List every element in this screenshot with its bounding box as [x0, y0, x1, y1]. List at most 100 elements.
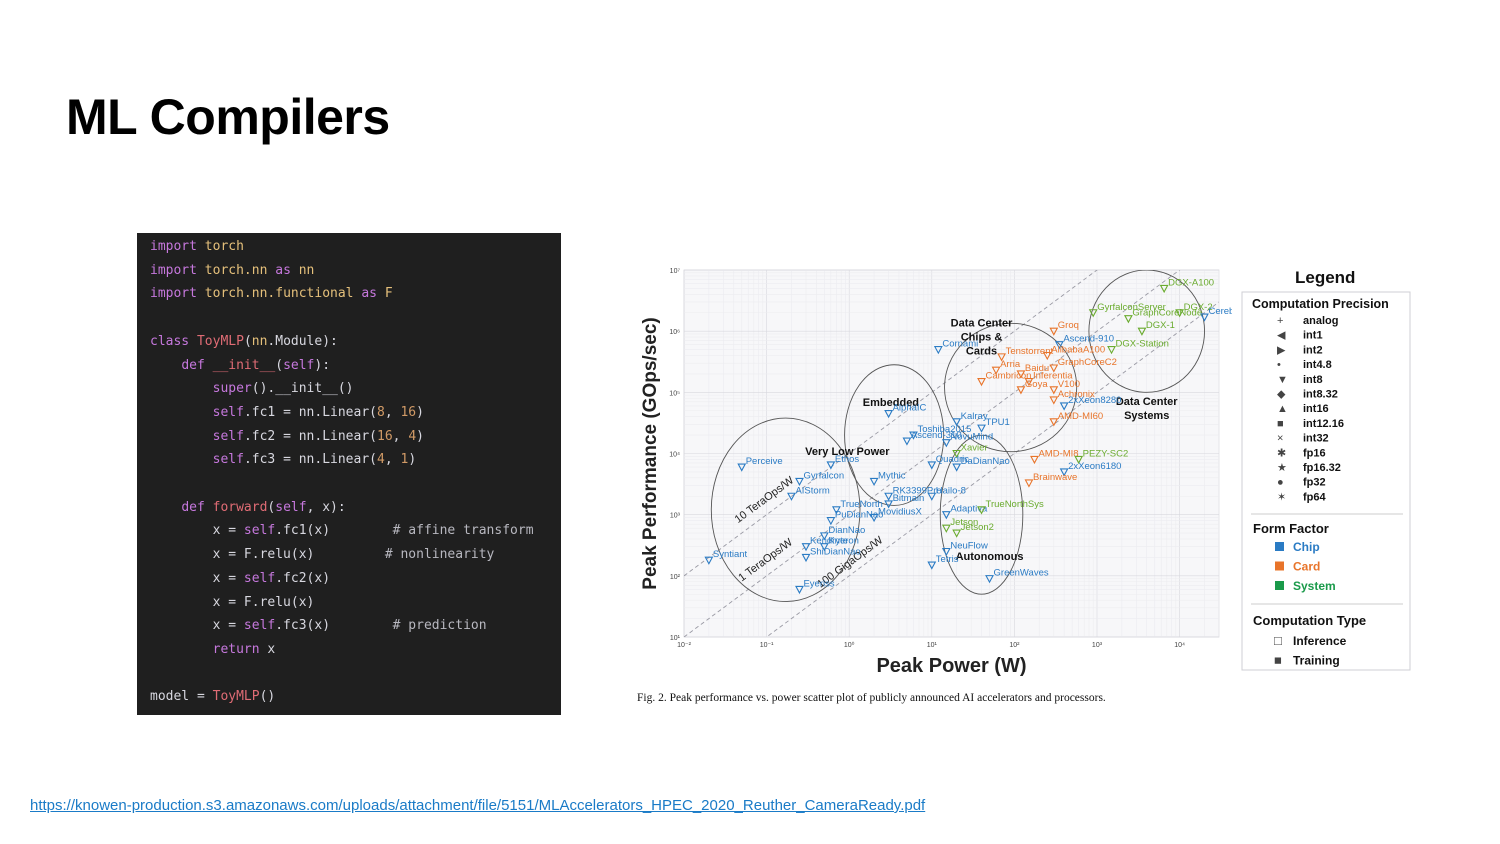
data-point: [941, 511, 951, 520]
x-tick-label: 10²: [1009, 642, 1020, 649]
code-line: return x: [150, 641, 276, 657]
code-token: [150, 642, 213, 657]
data-point-label: PEZY-SC2: [1083, 448, 1129, 459]
code-token: # affine transform: [392, 523, 534, 539]
code-line: x = self.fc3(x) # prediction: [150, 618, 487, 633]
data-point: [787, 492, 796, 501]
code-token: [189, 334, 197, 349]
data-point-label: Mythic: [878, 470, 906, 481]
legend-symbol: +: [1277, 315, 1283, 327]
code-token: , x):: [306, 499, 346, 515]
code-token: F: [384, 286, 393, 302]
code-token: ToyMLP: [196, 333, 244, 349]
legend-label: fp16.32: [1303, 462, 1341, 474]
data-point: [1024, 378, 1034, 387]
region-label: Embedded: [863, 397, 919, 409]
data-point-label: GreenWaves: [994, 568, 1049, 579]
legend-section-title: Computation Precision: [1252, 297, 1389, 311]
data-point-label: AMD-MI8: [1038, 448, 1078, 459]
data-point: [1159, 284, 1169, 294]
code-token: def: [181, 499, 205, 515]
data-point-label: AlphaIC: [893, 403, 927, 414]
code-token: super: [212, 381, 252, 397]
data-point: [1024, 479, 1034, 488]
data-point: [941, 547, 951, 557]
code-token: nn: [298, 262, 315, 278]
code-line: import torch.nn.functional as F: [150, 286, 393, 301]
data-point-label: TrueNorthSys: [986, 499, 1044, 510]
data-point: [884, 492, 894, 501]
x-tick-label: 10¹: [927, 642, 938, 649]
data-point: [933, 346, 943, 355]
data-point: [927, 461, 937, 470]
code-token: torch.nn.functional: [204, 286, 354, 302]
code-token: .fc3(x): [275, 618, 393, 634]
region-label: Cards: [966, 345, 997, 357]
data-point-label: Jetson2: [961, 522, 994, 533]
data-point-label: GyrfalconServer: [1097, 302, 1166, 313]
data-point-label: NeuFlow: [950, 540, 988, 551]
data-point: [819, 543, 829, 552]
trend-line: [684, 270, 1181, 637]
data-point: [737, 463, 747, 472]
data-point-label: Baidu: [1025, 363, 1049, 374]
legend-symbol: ◀: [1277, 330, 1286, 342]
legend-symbol: •: [1277, 359, 1281, 371]
code-line: model = ToyMLP(): [150, 689, 275, 704]
code-token: 8: [377, 404, 385, 420]
data-point-label: GraphCoreNode: [1132, 308, 1202, 319]
region-label: Chips &: [961, 331, 1003, 343]
legend-label: Training: [1293, 654, 1340, 668]
region-label: Very Low Power: [805, 446, 890, 458]
legend-label: int1: [1303, 330, 1323, 342]
code-token: torch: [204, 239, 244, 254]
x-tick-label: 10⁴: [1174, 642, 1185, 649]
code-token: x: [259, 641, 276, 657]
code-token: self: [212, 404, 244, 420]
code-line: self.fc2 = nn.Linear(16, 4): [150, 429, 424, 444]
code-token: 4: [408, 428, 417, 444]
code-token: [197, 239, 205, 254]
code-token: .Module):: [267, 333, 338, 349]
data-point: [952, 449, 962, 459]
data-point: [927, 492, 937, 501]
code-line: import torch.nn as nn: [150, 263, 314, 278]
data-point: [884, 500, 894, 509]
code-token: import: [150, 262, 197, 278]
data-point-label: Toshiba2015: [917, 424, 971, 435]
data-point-label: DGX-1: [1146, 320, 1175, 331]
source-link[interactable]: https://knowen-production.s3.amazonaws.c…: [30, 797, 926, 814]
code-token: # prediction: [392, 618, 487, 634]
code-token: self: [275, 499, 307, 515]
data-point: [869, 513, 879, 523]
code-token: ().__init__(): [251, 381, 354, 397]
code-token: self: [212, 452, 244, 468]
code-token: [377, 286, 385, 301]
data-point-label: Kneron: [828, 536, 859, 547]
data-point-label: V100: [1058, 379, 1080, 390]
legend-label: int8.32: [1303, 389, 1338, 401]
code-line: import torch: [150, 239, 244, 254]
data-point-label: 2xXeon6180: [1068, 461, 1121, 472]
data-point: [704, 556, 714, 565]
code-token: __init__: [212, 357, 276, 373]
legend-symbol: ★: [1277, 462, 1287, 474]
legend-symbol: ▼: [1277, 374, 1288, 386]
data-point: [831, 506, 841, 515]
data-point: [1049, 327, 1059, 336]
code-token: as: [275, 262, 291, 278]
legend-symbol: ◆: [1277, 389, 1286, 401]
code-token: def: [181, 357, 205, 373]
legend-symbol: ×: [1277, 433, 1283, 445]
data-point-label: Jetson: [950, 517, 978, 528]
data-point-label: DGX-Station: [1116, 339, 1169, 350]
code-token: x =: [150, 523, 244, 539]
data-point-label: Hailo-8: [936, 485, 966, 496]
data-point: [884, 409, 894, 419]
data-point: [1016, 370, 1026, 379]
data-point-label: DGX-A100: [1168, 277, 1214, 288]
code-line: x = F.relu(x): [150, 595, 315, 610]
legend-symbol: ■: [1274, 653, 1282, 668]
region-label: Data Center: [1116, 396, 1178, 408]
code-token: forward: [212, 499, 268, 515]
